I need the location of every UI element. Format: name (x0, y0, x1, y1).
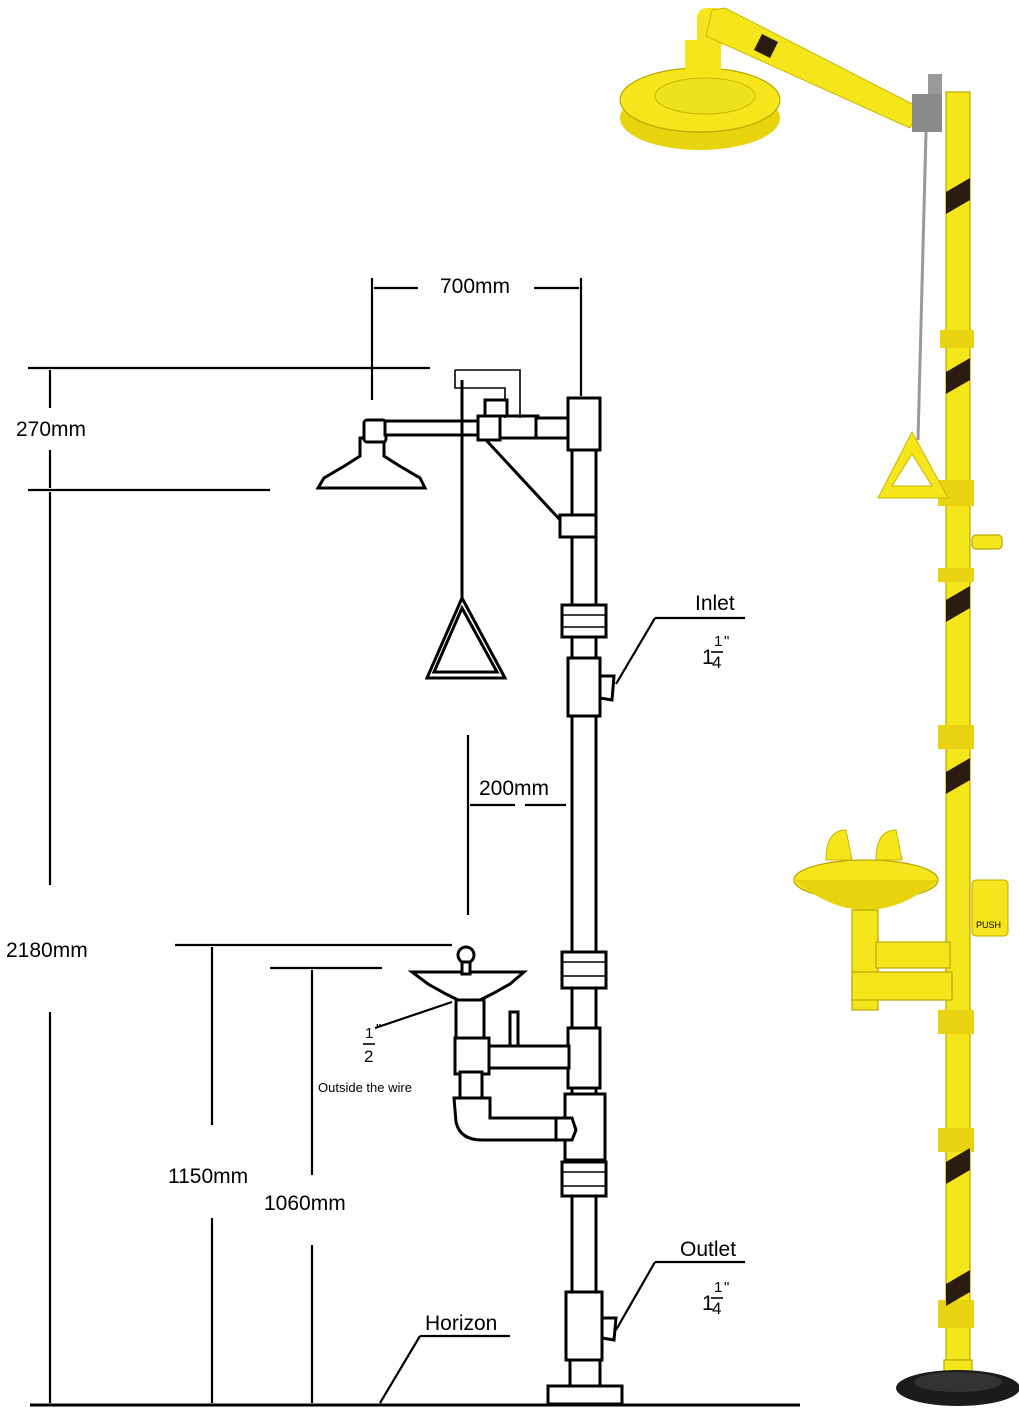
dim-1060-label: 1060mm (264, 1192, 346, 1215)
inlet-callout: Inlet 1 1 " 4 (615, 592, 745, 685)
outlet-label: Outlet (680, 1238, 736, 1261)
dimension-200: 200mm (466, 735, 566, 915)
outlet-callout: Outlet 1 1 " 4 (615, 1238, 745, 1331)
outlet-mark: " (724, 1279, 729, 1296)
wire-note: Outside the wire (318, 1080, 412, 1095)
dimension-1150-1060: 1150mm 1060mm (168, 943, 452, 1403)
inlet-mark: " (724, 633, 729, 650)
dim-700-label: 700mm (440, 275, 510, 298)
technical-drawing: 700mm 270mm 2180mm 200mm (6, 275, 800, 1407)
inlet-den: 4 (712, 653, 721, 672)
dim-2180-label: 2180mm (6, 939, 88, 962)
dimension-270-2180: 270mm 2180mm (6, 366, 430, 1403)
photo-pull-handle (877, 430, 949, 499)
eyewash-mark: " (376, 1021, 381, 1038)
outlet-num: 1 (714, 1279, 722, 1296)
photo-arm-stripe (754, 34, 778, 58)
inlet-whole: 1 (702, 646, 714, 669)
eyewash-num: 1 (365, 1025, 373, 1042)
outlet-den: 4 (712, 1299, 721, 1318)
brace-drawing (484, 438, 564, 524)
photo-shower-head (619, 8, 781, 150)
dim-1150-label: 1150mm (168, 1165, 248, 1188)
product-photo: PUSH (619, 7, 1019, 1406)
valve-box-drawing (454, 369, 521, 600)
horizon-callout: Horizon (379, 1312, 510, 1404)
main-pipe-drawing (546, 396, 624, 1406)
shower-head-drawing (315, 414, 570, 490)
dim-270-label: 270mm (16, 418, 86, 441)
photo-eyewash: PUSH (793, 829, 1009, 1011)
eyewash-drawing (407, 945, 578, 1142)
dim-200-label: 200mm (479, 777, 549, 800)
eyewash-callout: 1 " 2 Outside the wire (318, 1000, 453, 1095)
dimension-700: 700mm (370, 275, 583, 400)
pull-handle-drawing (424, 594, 508, 680)
eyewash-den: 2 (364, 1047, 373, 1066)
inlet-label: Inlet (695, 592, 735, 615)
horizon-label: Horizon (425, 1312, 497, 1335)
outlet-whole: 1 (702, 1292, 714, 1315)
photo-pipe (938, 91, 1003, 1361)
photo-base (896, 1359, 1019, 1406)
photo-valve (912, 74, 942, 132)
photo-pull-rod (916, 131, 928, 441)
push-plate-label: PUSH (976, 920, 1001, 930)
inlet-num: 1 (714, 633, 722, 650)
